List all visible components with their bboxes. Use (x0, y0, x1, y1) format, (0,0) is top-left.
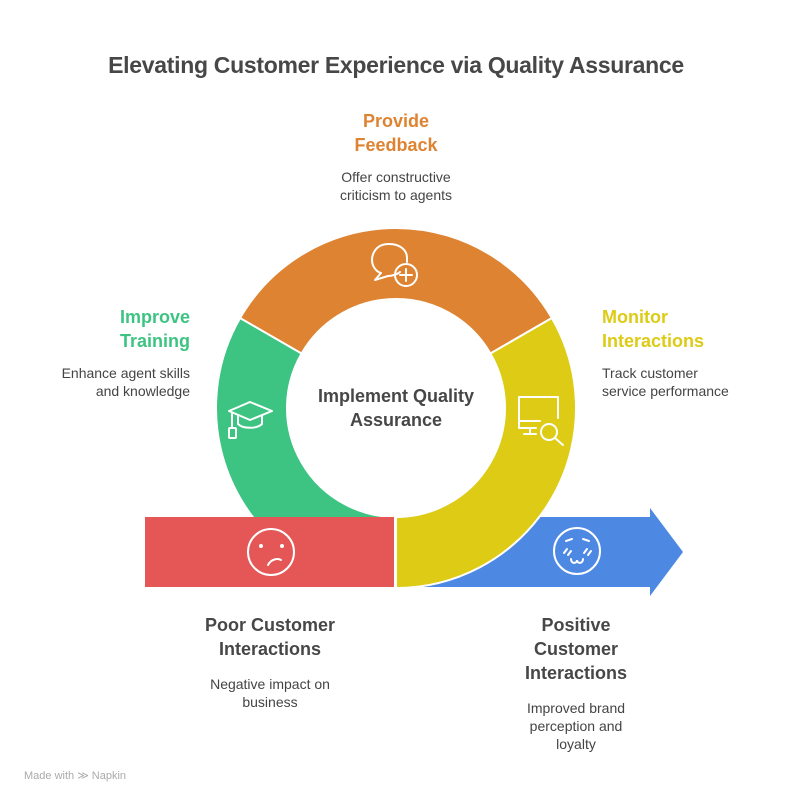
footer-brand: Napkin (91, 770, 127, 782)
chat-plus-icon (371, 243, 418, 287)
monitor-search-icon (518, 396, 564, 446)
monitor-segment (395, 316, 577, 590)
center-label: Implement Quality Assurance (296, 384, 496, 432)
footer-watermark: Made with ≫ Napkin (24, 769, 126, 782)
feedback-segment (238, 226, 554, 355)
blushing-face-icon (553, 527, 601, 575)
graduation-cap-icon (228, 401, 273, 439)
napkin-logo-icon: ≫ (77, 770, 89, 782)
center-label-line: Implement Quality (317, 386, 475, 406)
diagram-title: Elevating Customer Experience via Qualit… (108, 52, 684, 78)
sad-face-icon (247, 528, 295, 576)
poor-bar-shape (145, 517, 394, 587)
footer-label: Made with (24, 770, 75, 782)
center-label-line: Assurance (349, 410, 443, 430)
